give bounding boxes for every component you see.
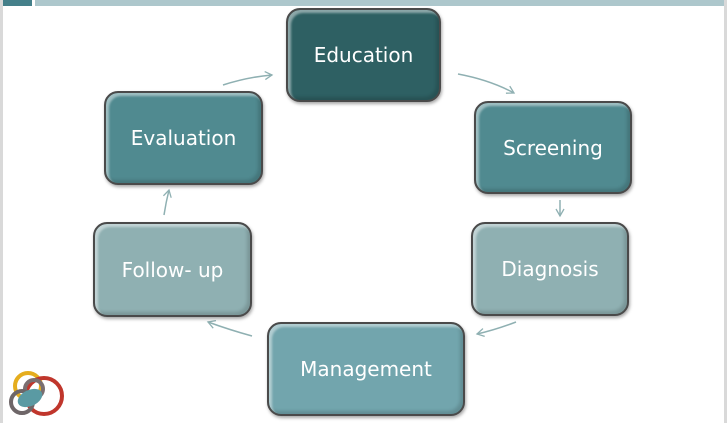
node-diagnosis: Diagnosis — [471, 222, 629, 316]
arrow-management-to-followup — [206, 319, 253, 337]
node-label: Management — [300, 357, 432, 381]
node-follow-up: Follow- up — [93, 222, 252, 317]
node-management: Management — [267, 322, 465, 416]
node-evaluation: Evaluation — [104, 91, 263, 185]
arrow-education-to-screening — [457, 73, 516, 94]
arrow-diagnosis-to-management — [475, 321, 517, 338]
node-education: Education — [286, 8, 441, 102]
organization-logo — [9, 371, 64, 416]
node-label: Education — [313, 43, 414, 67]
arrow-followup-to-evaluation — [162, 188, 172, 216]
node-label: Evaluation — [130, 126, 237, 150]
arrow-evaluation-to-education — [222, 71, 274, 86]
node-label: Diagnosis — [501, 257, 599, 281]
slide-right-border — [724, 0, 727, 423]
header-accent-bar — [35, 0, 724, 6]
node-screening: Screening — [474, 101, 632, 194]
header-accent-block — [3, 0, 32, 6]
slide-left-border — [0, 0, 3, 423]
node-label: Screening — [503, 135, 603, 160]
node-label: Follow- up — [121, 257, 224, 282]
